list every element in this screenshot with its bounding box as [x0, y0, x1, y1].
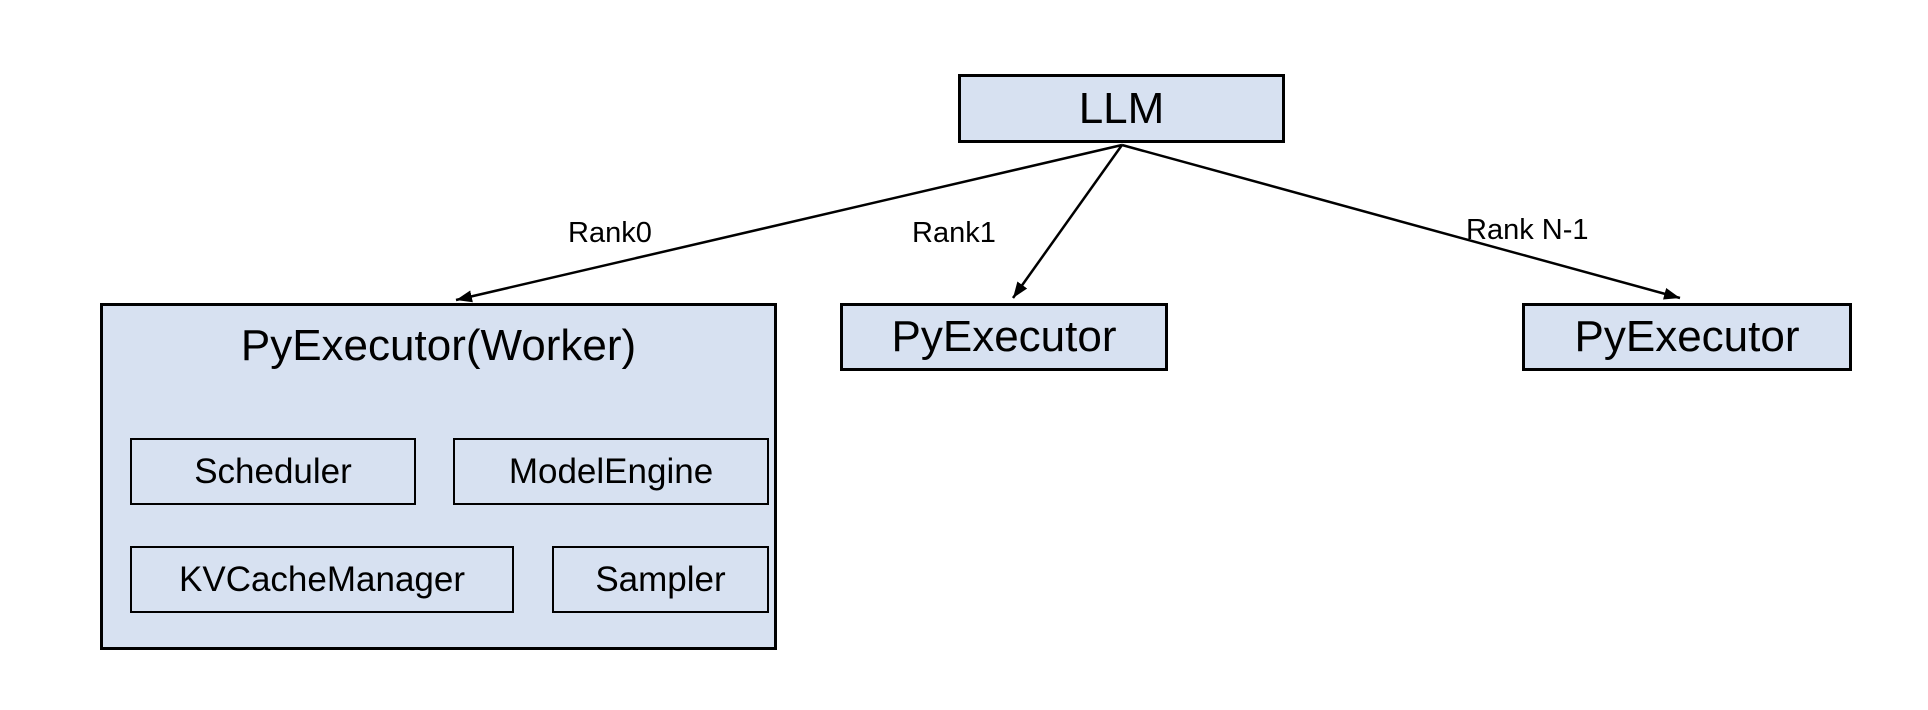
- pyexecutor-rank-n-1-node: PyExecutor: [1522, 303, 1852, 371]
- kvcachemanager-node: KVCacheManager: [130, 546, 514, 613]
- arrow-rank1: [1011, 144, 1124, 299]
- edge-label-rank0: Rank0: [568, 217, 652, 249]
- pyexecutor-worker-title: PyExecutor(Worker): [240, 321, 637, 370]
- scheduler-node: Scheduler: [130, 438, 416, 505]
- edge-label-rank-n-1: Rank N-1: [1466, 214, 1589, 246]
- llm-node: LLM: [958, 74, 1285, 143]
- sampler-node: Sampler: [552, 546, 769, 613]
- pyexecutor-rank-n-1-label: PyExecutor: [1574, 312, 1800, 361]
- modelengine-node: ModelEngine: [453, 438, 769, 505]
- llm-node-label: LLM: [1078, 83, 1165, 133]
- pyexecutor-worker-node: PyExecutor(Worker) Scheduler ModelEngine…: [100, 303, 777, 650]
- arrow-rank-n-1: [1121, 143, 1681, 300]
- pyexecutor-rank1-label: PyExecutor: [891, 312, 1117, 361]
- edge-label-rank1: Rank1: [912, 217, 996, 249]
- pyexecutor-rank1-node: PyExecutor: [840, 303, 1168, 371]
- arrow-rank0: [455, 143, 1123, 303]
